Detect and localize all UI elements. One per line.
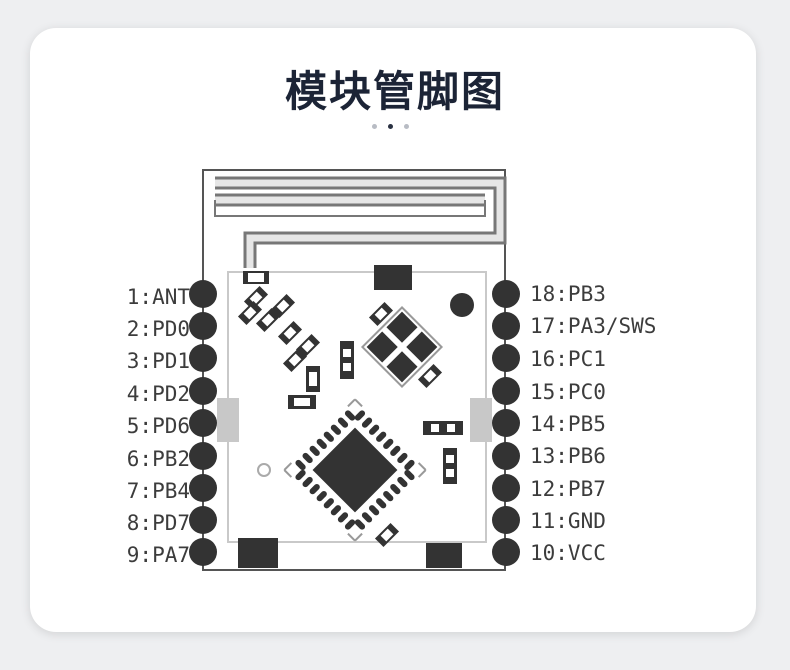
pin-label-left: 9:PA7 (126, 543, 190, 567)
crystal-oscillator (360, 305, 444, 389)
left-pin-pads (189, 280, 217, 566)
bottom-pad-left (238, 538, 278, 568)
pin-label-left: 5:PD6 (126, 414, 190, 438)
pin-label-right: 14:PB5 (530, 412, 606, 436)
title-divider-dots (372, 124, 422, 132)
pin-label-right: 13:PB6 (530, 444, 606, 468)
antenna-match-components (237, 271, 321, 409)
pin1-marker (257, 463, 271, 477)
pin-label-left: 4:PD2 (126, 382, 190, 406)
top-pad (374, 265, 412, 290)
divider-dot (404, 124, 409, 129)
pin-label-left: 6:PB2 (126, 447, 190, 471)
pin-label-left: 8:PD7 (126, 511, 190, 535)
pin-label-right: 11:GND (530, 509, 606, 533)
pin-label-right: 16:PC1 (530, 347, 606, 371)
page-title: 模块管脚图 (284, 67, 505, 116)
main-chip-qfn (283, 398, 427, 542)
pin-label-right: 15:PC0 (530, 380, 606, 404)
pin-label-left: 1:ANT (126, 285, 190, 309)
pin-label-left: 2:PD0 (126, 317, 190, 341)
right-pin-pads (492, 280, 520, 566)
pin-label-right: 18:PB3 (530, 282, 606, 306)
pin-label-left: 3:PD1 (126, 349, 190, 373)
side-pad-left (217, 398, 239, 442)
divider-dot (372, 124, 377, 129)
pin-label-right: 12:PB7 (530, 477, 606, 501)
pin-label-right: 10:VCC (530, 541, 606, 565)
divider-dot-active (388, 124, 393, 129)
pin-label-left: 7:PB4 (126, 479, 190, 503)
fiducial-dot (450, 293, 474, 317)
side-pad-right (470, 398, 492, 442)
pin-label-right: 17:PA3/SWS (530, 314, 657, 338)
bottom-pad-right (426, 543, 462, 568)
